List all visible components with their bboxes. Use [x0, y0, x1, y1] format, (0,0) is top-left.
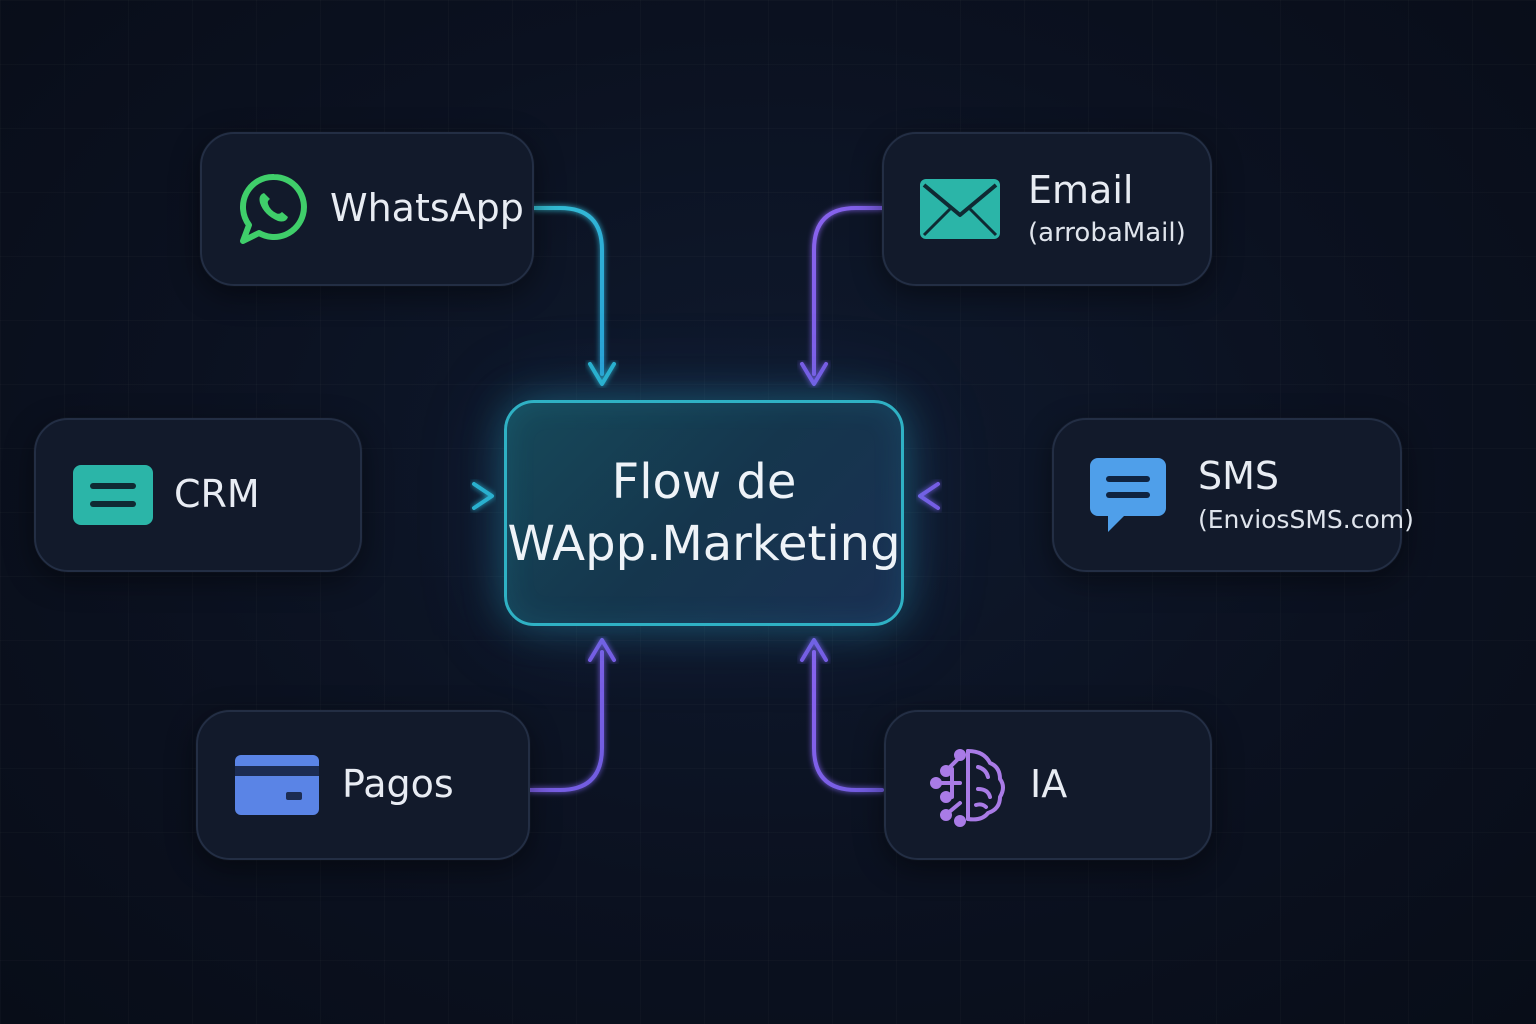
arrowhead-pagos [588, 638, 616, 662]
crm-card-icon [72, 464, 154, 526]
arrowhead-crm [472, 482, 494, 510]
node-pagos-label: Pagos [342, 762, 454, 807]
chat-bubble-icon [1088, 456, 1168, 534]
connector-email [812, 206, 884, 376]
connector-whatsapp [532, 206, 604, 376]
credit-card-icon [234, 753, 320, 817]
ai-brain-icon [922, 743, 1006, 827]
node-ia[interactable]: IA [884, 710, 1212, 860]
center-hub[interactable]: Flow de WApp.Marketing [504, 400, 904, 626]
node-email[interactable]: Email (arrobaMail) [882, 132, 1212, 286]
node-sms-label: SMS [1198, 454, 1280, 499]
arrowhead-ia [800, 638, 828, 662]
whatsapp-icon [236, 171, 312, 247]
node-email-sublabel: (arrobaMail) [1028, 218, 1186, 249]
center-hub-title-line2: WApp.Marketing [507, 516, 901, 572]
arrowhead-sms [918, 482, 940, 510]
node-crm[interactable]: CRM [34, 418, 362, 572]
node-ia-label: IA [1030, 762, 1068, 807]
node-whatsapp-label: WhatsApp [330, 186, 524, 231]
node-whatsapp[interactable]: WhatsApp [200, 132, 534, 286]
arrowhead-email [800, 362, 828, 386]
connector-ia [812, 650, 884, 792]
arrowhead-whatsapp [588, 362, 616, 386]
connector-pagos [528, 650, 604, 792]
node-sms[interactable]: SMS (EnviosSMS.com) [1052, 418, 1414, 572]
node-crm-label: CRM [174, 472, 260, 517]
center-hub-title-line1: Flow de [611, 454, 797, 510]
node-email-label: Email [1028, 167, 1134, 212]
node-pagos[interactable]: Pagos [196, 710, 530, 860]
envelope-icon [918, 176, 1002, 242]
node-sms-sublabel: (EnviosSMS.com) [1198, 504, 1414, 534]
